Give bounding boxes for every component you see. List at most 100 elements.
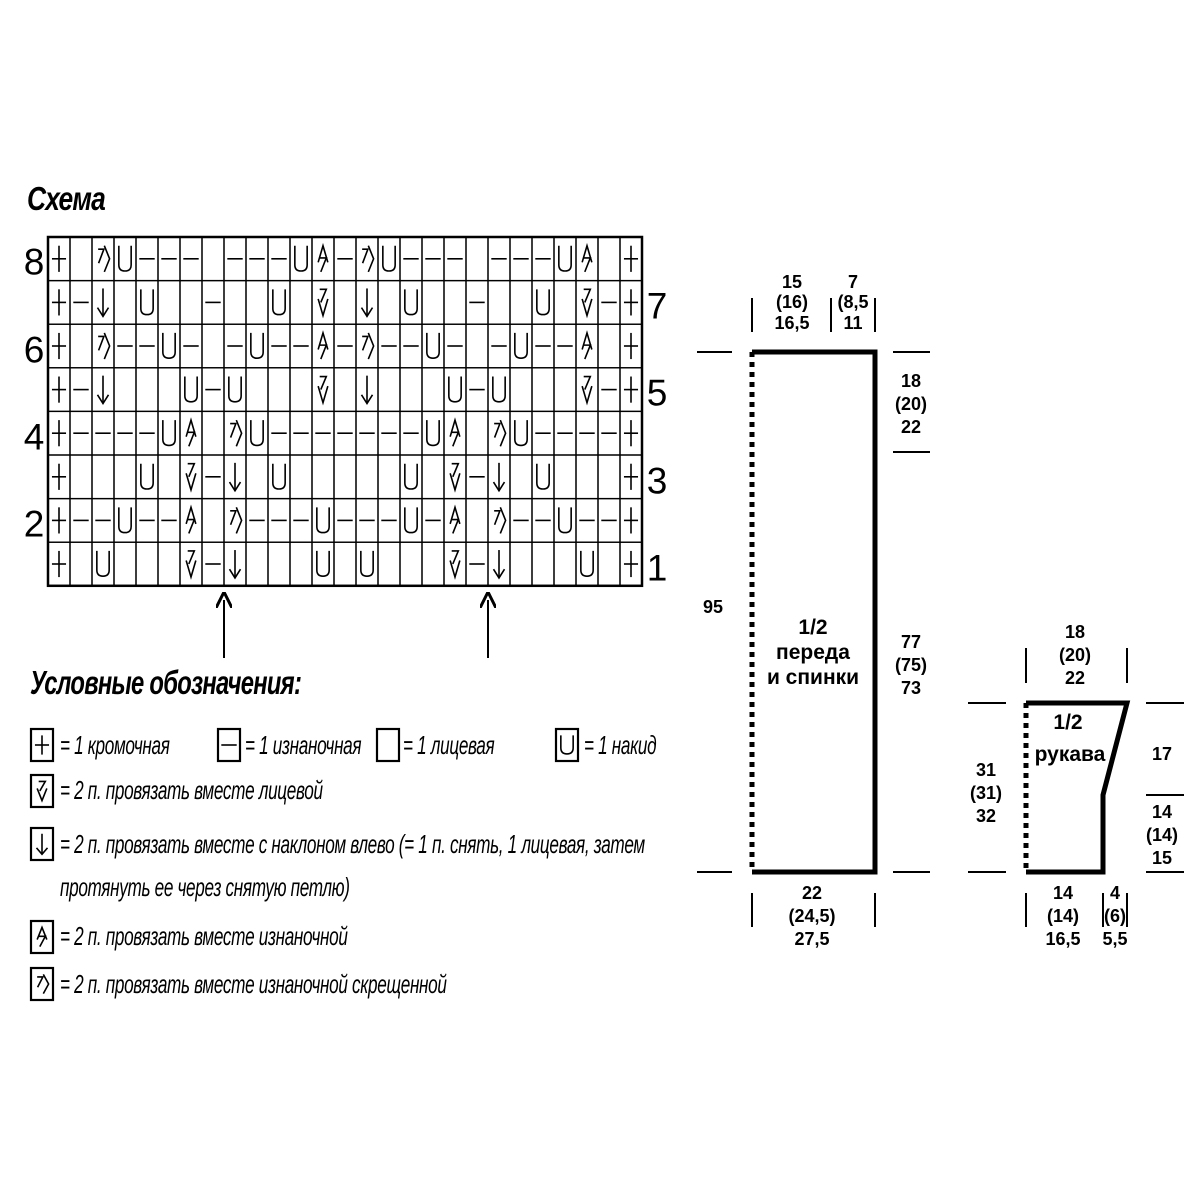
chart-cell-yarn-over [113,497,137,543]
chart-cell-yarn-over [377,236,401,282]
chart-cell-knit-stitch [245,454,269,500]
chart-cell-purl-stitch [333,410,357,456]
chart-cell-p2tog-icon [443,497,467,543]
chart-cell-yarn-over [421,410,445,456]
legend-k2tog-icon [29,773,55,809]
chart-cell-yarn-over [223,367,247,413]
chart-cell-p2tog-icon [443,410,467,456]
chart-cell-purl-stitch [465,454,489,500]
chart-cell-purl-stitch [179,323,203,369]
chart-cell-purl-stitch [179,236,203,282]
chart-cell-edge-stitch [619,410,643,456]
chart-cell-p2tog-tbl-icon [355,323,379,369]
chart-cell-knit-stitch [69,541,93,587]
chart-cell-knit-stitch [597,323,621,369]
chart-cell-purl-stitch [509,497,533,543]
body-height: 95 [703,597,723,617]
chart-cell-p2tog-tbl-icon [487,410,511,456]
chart-cell-knit-stitch [245,279,269,325]
sleeve-lower-1: 14 [1152,802,1172,822]
chart-cell-yarn-over [509,323,533,369]
chart-row [47,279,643,325]
chart-row [47,497,643,543]
chart-cell-knit-stitch [355,454,379,500]
chart-cell-knit-stitch [421,454,445,500]
row-number-6: 6 [24,330,45,371]
row-number-5: 5 [647,373,668,414]
chart-cell-knit-stitch [311,454,335,500]
chart-cell-yarn-over [245,323,269,369]
sleeve-lower-3: 15 [1152,848,1172,868]
chart-cell-purl-stitch [69,367,93,413]
chart-cell-knit-stitch [157,367,181,413]
chart-cell-purl-stitch [201,279,225,325]
chart-cell-yarn-over [267,279,291,325]
chart-cell-yarn-over [179,367,203,413]
chart-cell-purl-stitch [509,236,533,282]
chart-cell-skp-icon [223,541,247,587]
chart-cell-knit-stitch [377,541,401,587]
body-label-fraction: 1/2 [798,616,827,639]
chart-row [47,410,643,456]
chart-cell-knit-stitch [465,236,489,282]
chart-cell-knit-stitch [223,279,247,325]
chart-cell-knit-stitch [377,279,401,325]
legend-yo-text: = 1 накид [584,730,657,760]
chart-cell-purl-stitch [531,323,555,369]
sleeve-lower-2: (14) [1146,825,1178,845]
chart-cell-purl-stitch [355,497,379,543]
chart-cell-purl-stitch [597,279,621,325]
chart-cell-purl-stitch [69,497,93,543]
chart-cell-knit-stitch [113,454,137,500]
legend-purl-text: = 1 изнаночная [245,730,362,760]
sleeve-outline [1026,700,1131,875]
chart-cell-purl-stitch [267,410,291,456]
chart-cell-knit-stitch [157,454,181,500]
body-schematic: 1/2 переда и спинки 15 (16) 16,5 7 (8,5 … [697,272,930,949]
chart-cell-knit-stitch [289,454,313,500]
chart-cell-purl-stitch [465,279,489,325]
chart-cell-edge-stitch [619,236,643,282]
chart-cell-purl-stitch [575,410,599,456]
chart-cell-edge-stitch [619,497,643,543]
row-number-8: 8 [24,242,45,283]
sleeve-bottom-right-3: 5,5 [1102,929,1127,949]
row-number-4: 4 [24,417,45,458]
chart-cell-purl-stitch [289,323,313,369]
chart-cell-yarn-over [135,454,159,500]
chart-cell-edge-stitch [47,367,71,413]
chart-cell-yarn-over [157,323,181,369]
chart-cell-purl-stitch [267,323,291,369]
chart-cell-skp-icon [91,367,115,413]
chart-cell-purl-stitch [333,323,357,369]
row-number-1: 1 [647,548,668,589]
chart-cell-knit-stitch [333,367,357,413]
sleeve-bottom-right-1: 4 [1110,883,1120,903]
chart-cell-edge-stitch [47,497,71,543]
body-armhole-1: 18 [901,371,921,391]
body-shoulder-2: (16) [776,292,808,312]
chart-cell-edge-stitch [619,541,643,587]
legend-edge-text: = 1 кромочная [60,730,170,760]
chart-cell-purl-stitch [531,236,555,282]
chart-cell-knit-stitch [487,279,511,325]
chart-cell-yarn-over [487,367,511,413]
body-neck-2: (8,5 [837,292,868,312]
chart-cell-k2tog-icon [443,541,467,587]
chart-row [47,454,643,500]
chart-cell-skp-icon [487,541,511,587]
legend-p2tog-text: = 2 п. провязать вместе изнаночной [60,921,348,951]
chart-cell-purl-stitch [487,236,511,282]
body-width-3: 27,5 [794,929,829,949]
chart-cell-knit-stitch [157,279,181,325]
chart-cell-knit-stitch [377,454,401,500]
chart-row [47,323,643,369]
chart-cell-knit-stitch [509,279,533,325]
chart-cell-knit-stitch [91,454,115,500]
chart-cell-p2tog-icon [311,323,335,369]
body-shoulder-1: 15 [782,272,802,292]
chart-cell-purl-stitch [399,323,423,369]
sleeve-top-2: (20) [1059,645,1091,665]
legend-skp-text-cont: протянуть ее через снятую петлю) [60,872,350,902]
chart-cell-knit-stitch [113,367,137,413]
